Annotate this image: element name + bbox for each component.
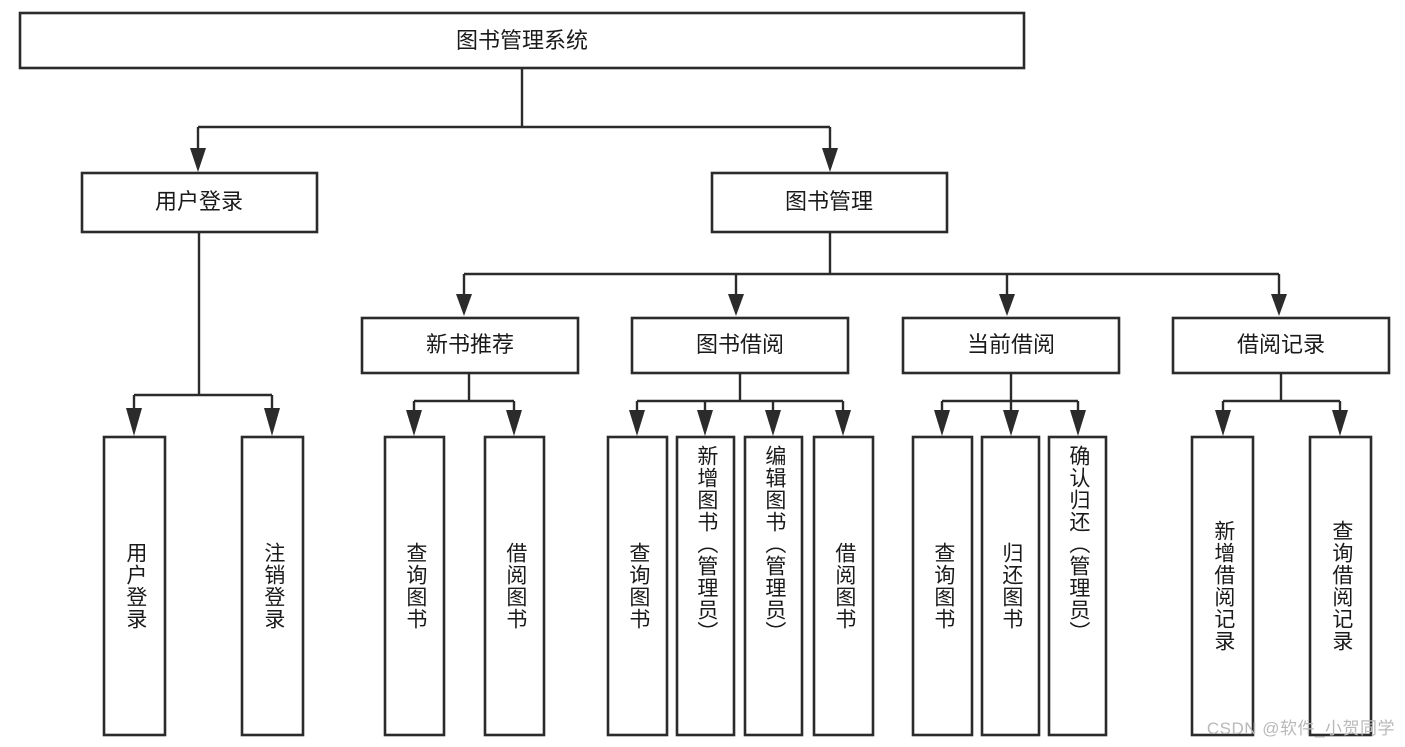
leaf-box-query-book-1[interactable] [383,435,446,737]
connector-group-borrow-record-to-leaves [1215,373,1348,436]
leaf-box-user-login[interactable] [102,435,167,737]
node-user-login-label: 用户登录 [155,189,243,214]
leaf-box-query-record[interactable] [1308,435,1373,737]
leaf-box-return-book[interactable] [980,435,1041,737]
arrow-head-leaf-query-book-2 [629,410,645,436]
arrow-head-user-login [190,148,206,172]
arrow-head-leaf-query-record [1332,410,1348,436]
node-book-borrow-label: 图书借阅 [696,332,784,357]
arrow-head-book-borrow [728,294,744,316]
leaf-box-query-book-2[interactable] [606,435,669,737]
node-current-borrow[interactable]: 当前借阅 [901,316,1121,375]
node-user-login-box[interactable] [80,171,319,234]
arrow-head-leaf-user-login [126,408,142,436]
leaf-box-query-book-3[interactable] [911,435,974,737]
arrow-head-borrow-record [1271,294,1287,316]
arrow-head-new-book-rec [456,294,472,316]
arrow-head-leaf-add-record [1215,410,1231,436]
connector-group-current-borrow-to-leaves [934,373,1086,436]
node-current-borrow-box[interactable] [901,316,1121,375]
arrow-head-leaf-return-book [1003,410,1019,436]
node-borrow-record-label: 借阅记录 [1237,332,1325,357]
leaf-box-add-record[interactable] [1190,435,1255,737]
node-root-label: 图书管理系统 [456,28,588,53]
arrow-head-leaf-add-book [697,410,713,436]
node-book-manage-box[interactable] [710,171,949,234]
node-current-borrow-label: 当前借阅 [967,332,1055,357]
connector-group-book-manage-to-level2 [456,232,1287,316]
arrow-head-leaf-confirm-return [1070,410,1086,436]
arrow-head-leaf-query-book-1 [406,410,422,436]
node-book-borrow[interactable]: 图书借阅 [630,316,850,375]
leaf-box-borrow-book-1[interactable] [483,435,546,737]
arrow-head-leaf-edit-book [765,410,781,436]
node-book-manage[interactable]: 图书管理 [710,171,949,234]
node-new-book-rec[interactable]: 新书推荐 [360,316,580,375]
node-borrow-record[interactable]: 借阅记录 [1171,316,1391,375]
connector-group-new-book-rec-to-leaves [406,373,522,436]
node-new-book-rec-label: 新书推荐 [426,332,514,357]
node-book-manage-label: 图书管理 [785,189,873,214]
arrow-head-leaf-query-book-3 [934,410,950,436]
leaf-box-logout-login[interactable] [240,435,305,737]
csdn-watermark: CSDN @软件_小贺同学 [1206,719,1395,738]
node-book-borrow-box[interactable] [630,316,850,375]
connector-group-user-login-to-leaves [126,232,280,436]
arrow-head-leaf-logout-login [264,408,280,436]
node-user-login[interactable]: 用户登录 [80,171,319,234]
leaf-box-borrow-book-2[interactable] [812,435,875,737]
arrow-head-leaf-borrow-book-1 [506,410,522,436]
node-new-book-rec-box[interactable] [360,316,580,375]
arrow-head-current-borrow [999,294,1015,316]
leaf-box-add-book[interactable] [675,435,736,737]
leaf-box-edit-book[interactable] [743,435,804,737]
node-root-box[interactable] [18,11,1026,70]
leaf-box-confirm-return[interactable] [1047,435,1108,737]
connector-group-root-to-level1 [190,68,838,172]
node-root[interactable]: 图书管理系统 [18,11,1026,70]
arrow-head-book-manage [822,148,838,172]
node-borrow-record-box[interactable] [1171,316,1391,375]
connector-group-book-borrow-to-leaves [629,373,851,436]
arrow-head-leaf-borrow-book-2 [835,410,851,436]
